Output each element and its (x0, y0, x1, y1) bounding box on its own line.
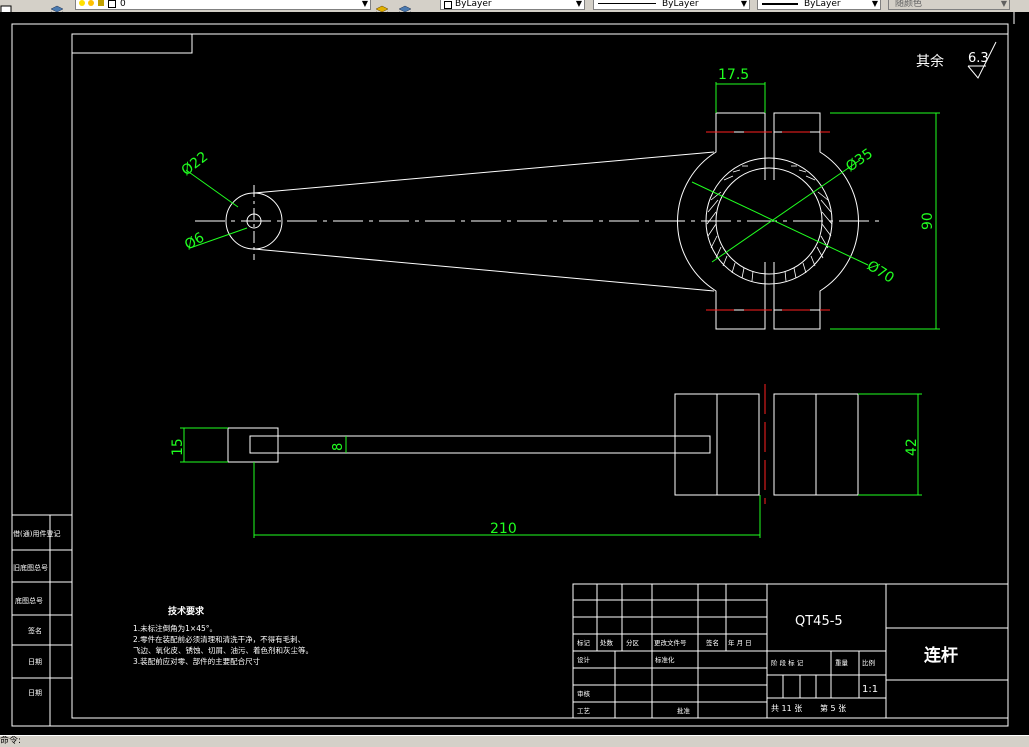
svg-text:标准化: 标准化 (655, 655, 675, 664)
outer-border (11, 23, 1009, 727)
svg-text:标记: 标记 (577, 638, 591, 647)
tech-title: 技术要求 (168, 605, 205, 617)
dim-35: Ø35 (843, 146, 876, 176)
svg-text:共 11 张: 共 11 张 (771, 704, 802, 713)
lineweight-combo[interactable]: ByLayer ▼ (757, 0, 881, 10)
svg-text:分区: 分区 (626, 638, 640, 647)
layer-combo[interactable]: 0 ▼ (75, 0, 371, 10)
top-view (195, 112, 880, 330)
side-label-4: 签名 (28, 626, 42, 635)
front-view-dimensions (180, 393, 922, 538)
svg-text:更改文件号: 更改文件号 (654, 638, 687, 647)
corner-code-box (71, 33, 193, 54)
chevron-down-icon[interactable]: ▼ (575, 0, 582, 8)
layer-name: 0 (120, 0, 126, 9)
tech-line-1: 1.未标注倒角为1×45°。 (133, 623, 217, 633)
scale-value: 1:1 (862, 684, 878, 695)
title-block-text: 标记 处数 分区 更改文件号 签名 年 月 日 设计 标准化 审核 工艺 批准 … (577, 638, 875, 715)
layers-stack-icon[interactable] (50, 0, 64, 12)
svg-text:签名: 签名 (706, 638, 719, 647)
top-view-dimensions (185, 82, 940, 330)
side-label-5: 日期 (28, 658, 42, 666)
side-registration-table (12, 514, 72, 726)
svg-text:重量: 重量 (835, 659, 849, 667)
small-end-bore (246, 213, 262, 229)
side-label-1: 借(通)用件登记 (13, 529, 60, 538)
command-prompt: 命令: (0, 736, 22, 746)
dim-8: 8 (331, 443, 346, 451)
chevron-down-icon: ▼ (1000, 0, 1007, 8)
side-label-2: 旧底图总号 (13, 563, 48, 572)
svg-text:批准: 批准 (677, 706, 691, 715)
svg-text:第 5 张: 第 5 张 (820, 703, 846, 713)
drawing-canvas[interactable]: 借(通)用件登记 旧底图总号 底图总号 签名 日期 日期 其余 6.3 (0, 12, 1029, 734)
tech-line-2: 2.零件在装配前必须清理和清洗干净，不得有毛刺、 (133, 634, 305, 644)
title-block (572, 583, 1009, 719)
drawing-svg[interactable]: 借(通)用件登记 旧底图总号 底图总号 签名 日期 日期 其余 6.3 (0, 12, 1029, 734)
tech-line-3: 飞边、氧化皮、锈蚀、切屑、油污、着色剂和灰尘等。 (133, 645, 313, 655)
command-line[interactable]: 命令: (0, 735, 1029, 747)
lightbulb-icon (79, 0, 85, 6)
roughness-value: 6.3 (968, 51, 989, 66)
inner-frame (71, 33, 1009, 719)
lineweight-preview (762, 2, 798, 5)
side-label-3: 底图总号 (15, 596, 43, 605)
svg-text:设计: 设计 (577, 655, 591, 664)
tech-line-4: 3.装配前应对零、部件的主要配合尺寸 (133, 656, 261, 666)
dim-17-5: 17.5 (718, 67, 749, 83)
side-label-6: 日期 (28, 689, 42, 697)
make-layer-current-icon[interactable] (375, 0, 389, 12)
dim-15: 15 (170, 438, 186, 456)
layer-manager-icon[interactable] (0, 0, 12, 12)
dim-210: 210 (490, 521, 517, 537)
properties-toolbar: 0 ▼ ByLayer ▼ ByLayer ▼ ByLayer ▼ 随颜色 ▼ (0, 0, 1029, 13)
dim-6: Ø6 (182, 230, 207, 254)
linetype-combo[interactable]: ByLayer ▼ (593, 0, 750, 10)
color-swatch-icon (444, 1, 452, 9)
dim-70: Ø70 (864, 258, 897, 287)
roughness-label: 其余 (916, 53, 944, 70)
svg-text:审核: 审核 (577, 689, 591, 698)
linetype-preview (598, 3, 656, 4)
roughness-symbol-icon (967, 41, 997, 79)
chevron-down-icon[interactable]: ▼ (871, 0, 878, 8)
bearing-hatch (706, 165, 833, 282)
svg-text:比例: 比例 (862, 658, 875, 667)
svg-text:年 月 日: 年 月 日 (728, 638, 752, 647)
technical-requirements: 技术要求 1.未标注倒角为1×45°。 2.零件在装配前必须清理和清洗干净，不得… (133, 605, 313, 666)
chevron-down-icon[interactable]: ▼ (740, 0, 747, 8)
part-name: 连杆 (924, 645, 958, 666)
color-swatch-icon (108, 0, 116, 8)
lock-icon (98, 0, 104, 6)
svg-text:工艺: 工艺 (577, 707, 591, 715)
front-view (227, 384, 859, 504)
plotstyle-combo[interactable]: 随颜色 ▼ (888, 0, 1010, 10)
layer-previous-icon[interactable] (398, 0, 412, 12)
dim-22: Ø22 (179, 149, 212, 179)
svg-text:处数: 处数 (600, 638, 614, 647)
sun-icon (88, 0, 94, 6)
material-text: QT45-5 (795, 614, 843, 629)
color-combo[interactable]: ByLayer ▼ (440, 0, 585, 10)
chevron-down-icon[interactable]: ▼ (361, 0, 368, 8)
svg-text:阶 段 标 记: 阶 段 标 记 (771, 658, 804, 667)
dim-90: 90 (920, 212, 936, 230)
dim-42: 42 (904, 438, 920, 456)
